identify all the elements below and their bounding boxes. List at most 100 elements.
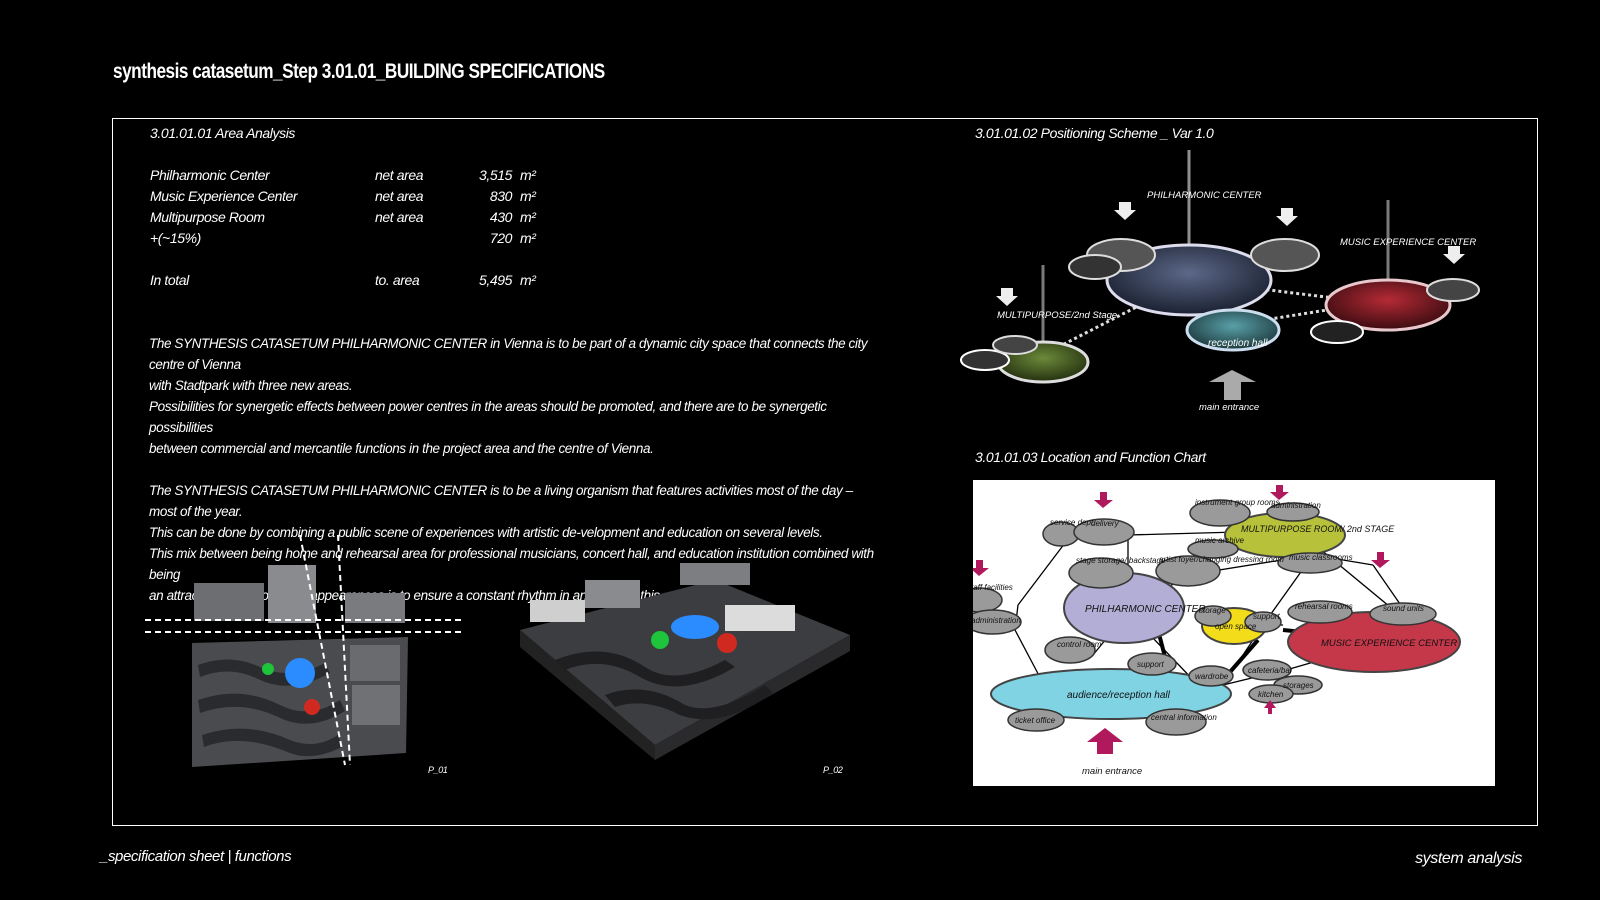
area-type: net area	[375, 209, 424, 225]
area-value: 830	[489, 188, 513, 204]
multipurpose-label: MULTIPURPOSE ROOM/ 2nd STAGE	[1241, 524, 1395, 534]
area-value: 430	[489, 209, 513, 225]
small-dome	[1068, 254, 1122, 280]
node-label: storages	[1283, 681, 1314, 690]
plan2-building	[530, 600, 585, 622]
total-unit: m²	[520, 272, 536, 288]
plan2-music-experience	[717, 633, 737, 653]
desc-line: This mix between being home and rehearsa…	[149, 546, 874, 582]
plan-multipurpose	[262, 663, 274, 675]
total-value: 5,495	[478, 272, 512, 288]
area-unit: m²	[520, 230, 536, 246]
node-label: kitchen	[1258, 690, 1284, 699]
area-name: Multipurpose Room	[150, 209, 265, 225]
node-label: storage	[1199, 606, 1226, 615]
small-nodes	[973, 499, 1437, 736]
down-arrow-icon	[1114, 202, 1136, 220]
plan-building	[350, 645, 400, 681]
area-unit: m²	[520, 209, 536, 225]
area-name: Philharmonic Center	[150, 167, 270, 183]
small-dome	[1310, 320, 1364, 344]
area-type: net area	[375, 167, 424, 183]
small-dome	[960, 349, 1010, 371]
area-name: Music Experience Center	[150, 188, 298, 204]
plan2-building	[725, 605, 795, 631]
desc-line: with Stadtpark with three new areas.	[149, 378, 353, 393]
reception-label: reception hall	[1208, 338, 1268, 349]
node-label: administration	[973, 616, 1021, 625]
music-experience-label: MUSIC EXPERIENCE CENTER	[1340, 237, 1476, 248]
node-label: support	[1137, 660, 1164, 669]
plan2-philharmonic	[671, 615, 719, 639]
area-name: +(~15%)	[150, 230, 201, 246]
node-label: stage storage/ backstage	[1076, 556, 1166, 565]
up-arrow-icon	[1209, 370, 1256, 400]
main-frame	[112, 118, 1538, 826]
down-arrow-icon	[1094, 492, 1113, 508]
plan2-edge	[520, 630, 655, 760]
area-unit: m²	[520, 188, 536, 204]
down-arrow-icon	[996, 288, 1018, 306]
open-space-label: open space	[1215, 622, 1257, 631]
area-value: 3,515	[478, 167, 512, 183]
desc-line: The SYNTHESIS CATASETUM PHILHARMONIC CEN…	[149, 483, 853, 519]
total-type: to. area	[375, 272, 420, 288]
entrance-label: main entrance	[1199, 402, 1259, 413]
node-label: music classrooms	[1289, 553, 1353, 562]
music-experience-label: MUSIC EXPERIENCE CENTER	[1321, 638, 1457, 649]
plan-music-experience	[304, 699, 320, 715]
area-unit: m²	[520, 167, 536, 183]
area-value: 720	[489, 230, 513, 246]
small-dome	[1426, 278, 1480, 302]
plan2-paths	[555, 651, 773, 720]
audience-label: audience/reception hall	[1067, 690, 1171, 701]
audience-node	[990, 668, 1232, 720]
node-label: cafeteria/bar	[1248, 666, 1293, 675]
plan2-building	[680, 563, 750, 585]
link-line	[1232, 308, 1328, 327]
positioning-scheme: PHILHARMONIC CENTER MUSIC EXPERIENCE CEN…	[960, 150, 1480, 413]
description-text: The SYNTHESIS CATASETUM PHILHARMONIC CEN…	[149, 333, 879, 627]
node-label: wardrobe	[1195, 672, 1229, 681]
plan-building	[268, 565, 316, 623]
down-arrow-icon	[1443, 246, 1465, 264]
plan-caption: P_01	[428, 765, 448, 775]
node-label: music archive	[1195, 536, 1244, 545]
plan-philharmonic	[285, 658, 315, 688]
music-experience-dome	[1324, 278, 1452, 332]
node-label: artist foyer/changing dressing room	[1159, 555, 1284, 564]
down-arrow-icon	[1270, 485, 1289, 500]
plan2-building	[585, 580, 640, 608]
node-label: instrument group rooms	[1195, 498, 1279, 507]
node-label: ticket office	[1015, 716, 1056, 725]
up-arrow-icon	[1264, 700, 1276, 714]
small-dome	[1250, 238, 1320, 272]
node-label: administration	[1271, 501, 1321, 510]
node-label: central information	[1151, 713, 1217, 722]
reception-dome	[1185, 308, 1281, 352]
plan-building	[352, 685, 400, 725]
down-arrow-icon	[973, 560, 989, 576]
entrance-label: main entrance	[1082, 766, 1142, 777]
node-label: staff facilities	[973, 583, 1013, 592]
philharmonic-label: PHILHARMONIC CENTER	[1147, 190, 1262, 201]
desc-line: This can be done by combining a public s…	[149, 525, 823, 540]
chart-arrows	[973, 485, 1390, 754]
multipurpose-label: MULTIPURPOSE/2nd Stage	[997, 310, 1117, 321]
total-name: In total	[150, 272, 189, 288]
node-label: support	[1253, 612, 1280, 621]
plan2-multipurpose	[651, 631, 669, 649]
area-analysis-heading: 3.01.01.01 Area Analysis	[150, 125, 296, 141]
axis-line	[337, 535, 351, 766]
footer-left: _specification sheet | functions	[100, 848, 292, 865]
desc-line: between commercial and mercantile functi…	[149, 441, 654, 456]
small-dome	[992, 335, 1038, 355]
footer-right: system analysis	[1415, 850, 1522, 867]
function-chart-heading: 3.01.01.03 Location and Function Chart	[975, 449, 1206, 465]
down-arrow-icon	[1276, 208, 1298, 226]
site-plan-p02: P_02	[520, 563, 850, 775]
node-label: service dept.	[1050, 518, 1095, 527]
down-arrow-icon	[1371, 552, 1390, 568]
area-type: net area	[375, 188, 424, 204]
plan-building	[345, 593, 405, 623]
